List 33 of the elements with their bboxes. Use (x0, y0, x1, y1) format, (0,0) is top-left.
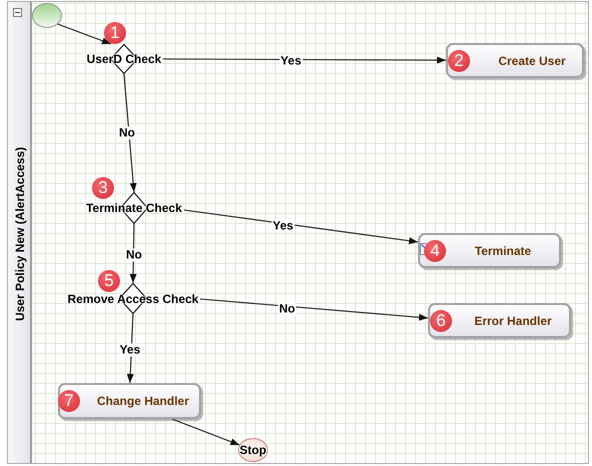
start-event-ellipse (32, 3, 62, 28)
number-badge: 4 (424, 240, 446, 262)
number-badge: 3 (92, 177, 114, 199)
arrow (130, 224, 137, 283)
number-badge: 1 (104, 22, 126, 44)
arrow (172, 418, 240, 446)
arrow (57, 23, 112, 45)
edge-label: No (118, 126, 136, 140)
number-badge: 2 (448, 50, 470, 72)
number-badge: 7 (58, 390, 80, 412)
task-box (446, 43, 584, 78)
edge-label: Yes (280, 54, 302, 68)
arrow (200, 298, 428, 321)
arrow (123, 74, 137, 192)
task-box (428, 303, 571, 338)
swimlane (7, 1, 589, 464)
edge-label: No (278, 302, 296, 316)
arrow (126, 314, 134, 384)
edge-label: Yes (118, 344, 142, 357)
end-label: Stop (240, 443, 266, 457)
number-badge: 5 (98, 270, 120, 292)
arrow (163, 56, 446, 64)
arrow (184, 209, 418, 244)
task-label: Change Handler (97, 394, 189, 408)
task-label: Error Handler (474, 314, 552, 328)
end-event-ellipse (238, 438, 268, 462)
lane-title: User Policy New (AlertAccess) (13, 146, 27, 322)
task-box (58, 383, 201, 419)
task-box (418, 233, 561, 268)
edge-label: Yes (272, 220, 294, 233)
task-label: Terminate (474, 244, 532, 258)
number-badge: 6 (430, 310, 452, 332)
task-label: Create User (498, 54, 566, 68)
